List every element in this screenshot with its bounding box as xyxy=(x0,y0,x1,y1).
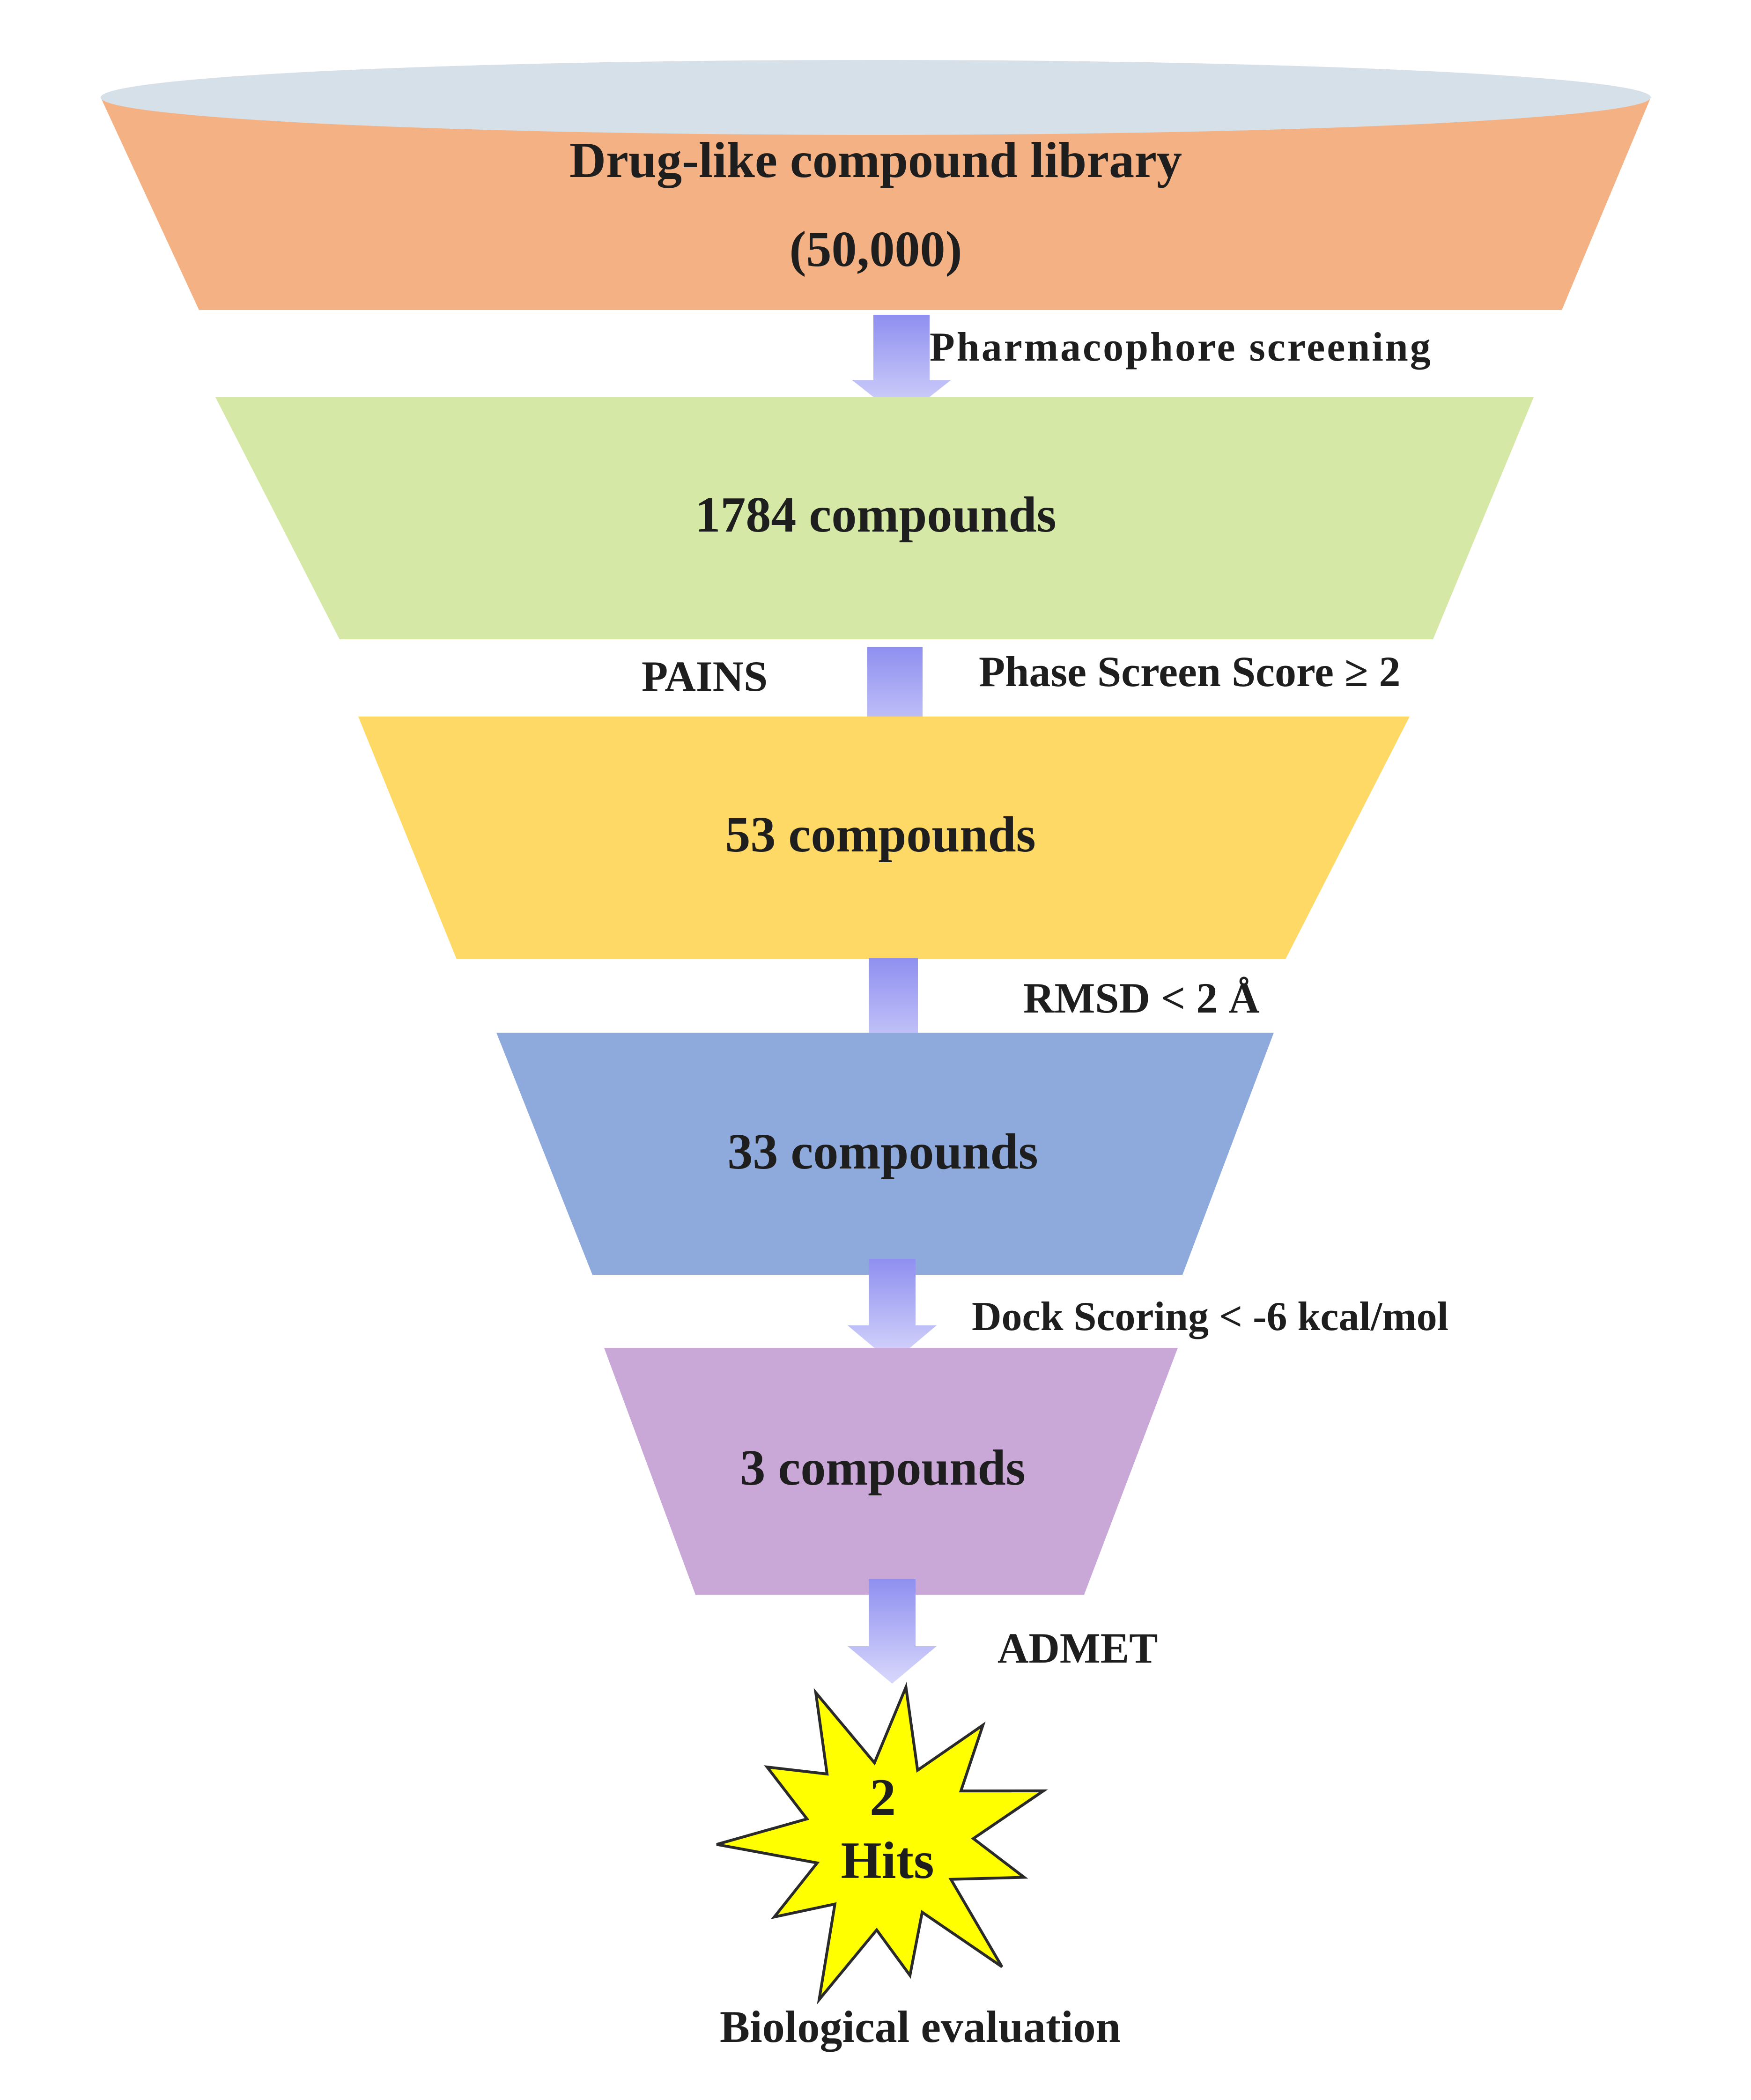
stage-1784-label: 1784 compounds xyxy=(695,487,1056,543)
stage-53-label: 53 compounds xyxy=(725,807,1035,863)
funnel-top-rim xyxy=(101,60,1651,135)
step-pains-label: PAINS xyxy=(642,652,768,700)
step-phase-score-label: Phase Screen Score ≥ 2 xyxy=(979,648,1401,695)
arrow-down-icon xyxy=(852,315,951,419)
stage-53: 53 compounds xyxy=(358,717,1410,959)
stage-1784-band xyxy=(215,397,1534,639)
stage-3-label: 3 compounds xyxy=(740,1440,1025,1496)
stage-3-band xyxy=(604,1348,1178,1595)
starburst-icon xyxy=(716,1682,1048,2005)
stage-library-band xyxy=(101,97,1651,310)
stage-1784: 1784 compounds xyxy=(215,397,1534,639)
arrow-down-icon xyxy=(848,1259,937,1363)
stage-33: 33 compounds xyxy=(496,1033,1274,1275)
stage-library-title: Drug-like compound library xyxy=(569,133,1182,188)
hits-count: 2 xyxy=(870,1768,896,1826)
stage-3: 3 compounds xyxy=(604,1348,1178,1595)
step-pharmacophore-label: Pharmacophore screening xyxy=(930,325,1433,370)
stage-library: Drug-like compound library (50,000) xyxy=(101,60,1651,310)
stage-33-band xyxy=(496,1033,1274,1275)
stage-library-count: (50,000) xyxy=(790,222,962,277)
step-rmsd-label: RMSD < 2 Å xyxy=(1023,974,1260,1022)
hits-starburst: 2 Hits xyxy=(716,1682,1048,2005)
stage-53-band xyxy=(358,717,1410,959)
arrow-down-icon xyxy=(848,1579,937,1684)
hits-label: Hits xyxy=(841,1832,934,1890)
step-admet-label: ADMET xyxy=(997,1624,1158,1672)
step-dock-scoring-label: Dock Scoring < -6 kcal/mol xyxy=(972,1294,1448,1339)
stage-33-label: 33 compounds xyxy=(727,1124,1038,1180)
biological-evaluation-label: Biological evaluation xyxy=(720,2002,1121,2052)
